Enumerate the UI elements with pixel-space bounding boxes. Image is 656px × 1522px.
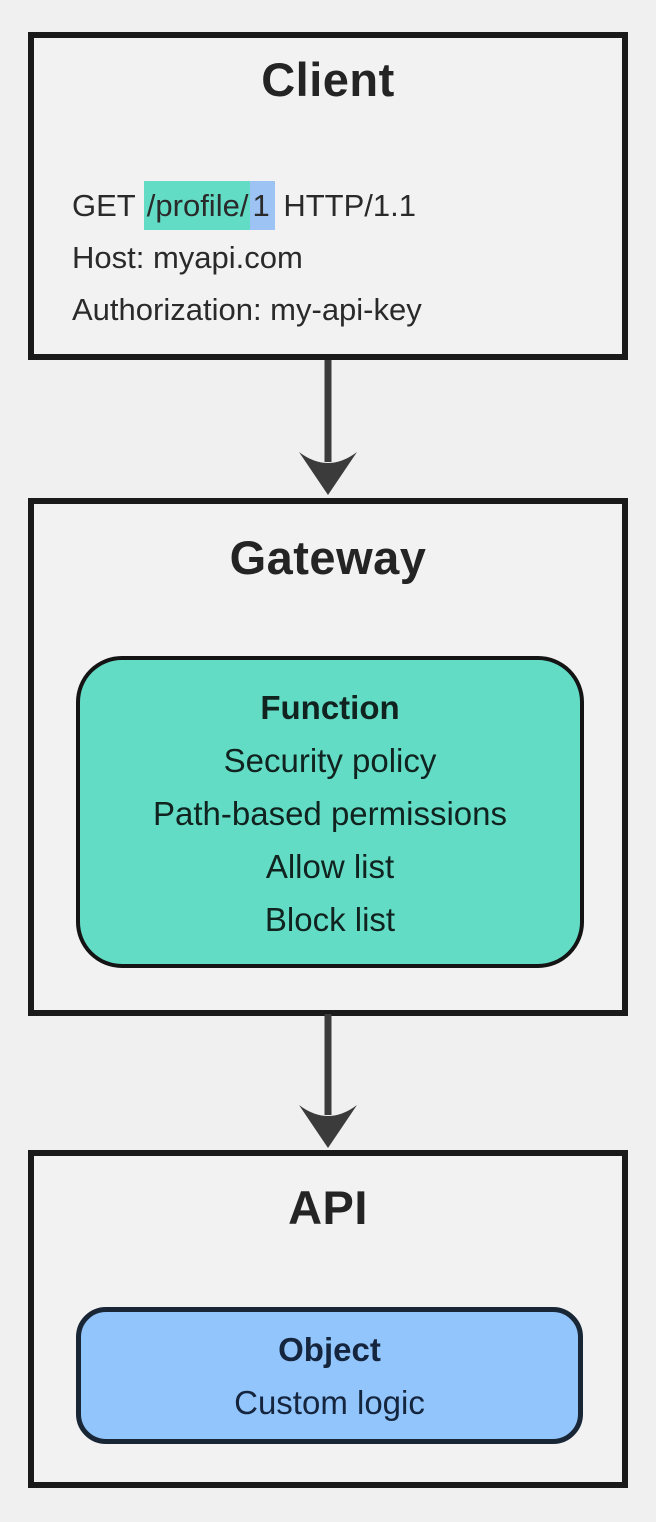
object-card: Object Custom logic <box>76 1307 583 1444</box>
object-card-title: Object <box>278 1331 381 1368</box>
object-card-item: Custom logic <box>234 1384 425 1421</box>
arrow-gateway-to-api <box>296 1014 360 1155</box>
request-line: GET /profile/1 HTTP/1.1 <box>72 180 422 232</box>
api-node: API Object Custom logic <box>28 1150 628 1488</box>
request-id-highlight: 1 <box>250 181 275 230</box>
request-protocol: HTTP/1.1 <box>274 188 416 223</box>
request-path-highlight: /profile/ <box>143 181 251 230</box>
function-card-item: Path-based permissions <box>152 795 507 832</box>
down-arrow-icon <box>299 1014 357 1148</box>
gateway-node: Gateway Function Security policy Path-ba… <box>28 498 628 1016</box>
gateway-node-title: Gateway <box>229 531 427 584</box>
function-card-item: Security policy <box>223 742 437 779</box>
arrow-client-to-gateway <box>296 360 360 502</box>
function-card-title: Function <box>260 689 400 726</box>
client-node: Client GET /profile/1 HTTP/1.1 Host: mya… <box>28 32 628 360</box>
http-request-text: GET /profile/1 HTTP/1.1 Host: myapi.com … <box>72 180 422 336</box>
function-card-item: Block list <box>264 901 396 938</box>
authorization-header-line: Authorization: my-api-key <box>72 292 422 327</box>
function-card-item: Allow list <box>265 848 395 885</box>
request-method: GET <box>72 188 144 223</box>
api-node-title: API <box>288 1181 368 1234</box>
function-card: Function Security policy Path-based perm… <box>76 656 584 968</box>
down-arrow-icon <box>299 360 357 495</box>
host-header-line: Host: myapi.com <box>72 240 303 275</box>
client-node-title: Client <box>261 53 395 106</box>
